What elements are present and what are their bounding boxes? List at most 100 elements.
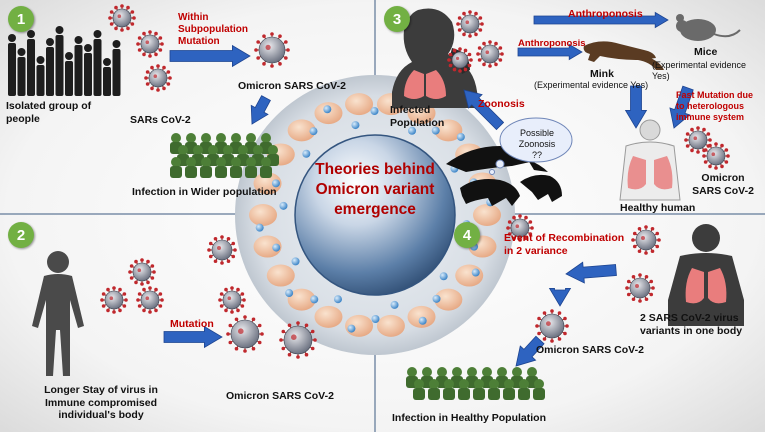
halo-dot (418, 316, 427, 325)
virus-icon (207, 235, 237, 265)
halo-dot (390, 300, 399, 309)
mouse-icon (676, 14, 741, 41)
mink-evidence-label: (Experimental evidence Yes) (534, 80, 649, 90)
halo-dot (309, 127, 318, 136)
halo-dot (370, 107, 379, 116)
virus-icon (535, 309, 569, 343)
within-subpopulation-mutation-label: Within Subpopulation Mutation (178, 12, 248, 47)
mink-label: Mink (590, 68, 614, 80)
panel-number-2: 2 (8, 222, 34, 248)
virus-icon (226, 315, 264, 353)
flow-arrow (624, 85, 648, 129)
halo-blob (407, 305, 436, 328)
halo-dot (272, 243, 281, 252)
halo-dot (323, 105, 332, 114)
omicron-label-p2: Omicron SARS CoV-2 (226, 390, 334, 402)
fast-mutation-label: Fast Mutation due to heterologous immune… (676, 90, 753, 122)
halo-dot (439, 272, 448, 281)
omicron-label-p3: Omicron SARS CoV-2 (692, 172, 754, 197)
virus-particles (100, 4, 730, 359)
virus-icon (506, 214, 534, 242)
infected-population-label: Infected Population (390, 104, 445, 129)
halo-dot (408, 126, 417, 135)
panel-number-1: 1 (8, 6, 34, 32)
halo-blob (314, 305, 343, 328)
halo-blob (345, 93, 374, 116)
possible-zoonosis-label: Possible Zoonosis ?? (518, 128, 556, 160)
isolated-group-label: Isolated group of people (6, 100, 92, 125)
flow-arrow (565, 261, 617, 284)
halo-blob (455, 264, 484, 287)
virus-icon (136, 30, 164, 58)
flow-arrow (169, 44, 251, 68)
virus-icon (631, 225, 661, 255)
halo-dot (333, 295, 342, 304)
halo-dot (291, 257, 300, 266)
panel-number-4: 4 (454, 222, 480, 248)
virus-icon (625, 273, 655, 303)
virus-icon (128, 258, 156, 286)
healthy-human-icon (619, 119, 681, 201)
halo-blob (376, 314, 405, 337)
flow-arrow (533, 11, 669, 29)
infected-population-crowd-icon (170, 133, 545, 400)
halo-dot (431, 126, 440, 135)
halo-blobs (249, 93, 501, 337)
halo-dot (432, 294, 441, 303)
flow-arrows (163, 11, 694, 367)
mink-icon (583, 41, 664, 70)
panel-number-3: 3 (384, 6, 410, 32)
two-variants-label: 2 SARS CoV-2 virus variants in one body (640, 312, 743, 337)
central-sphere (294, 134, 456, 296)
virus-icon (476, 40, 504, 68)
halo-dot (471, 268, 480, 277)
halo-blob (434, 119, 463, 142)
halo-blob (249, 204, 277, 226)
halo-dot (255, 223, 264, 232)
halo-blob (473, 204, 501, 226)
virus-icon (108, 4, 136, 32)
halo-blob (287, 119, 316, 142)
flow-arrow (548, 287, 572, 307)
longer-stay-label: Longer Stay of virus in Immune compromis… (44, 384, 158, 422)
bat-dog-icon (460, 174, 562, 206)
halo-blob (253, 235, 282, 258)
mice-evidence-label: (Experimental evidence Yes) (652, 60, 747, 81)
recombination-label: Event of Recombination in 2 variance (504, 232, 625, 257)
infection-healthy-population-label: Infection in Healthy Population (392, 412, 547, 424)
virus-icon (254, 32, 290, 68)
halo-dot (456, 132, 465, 141)
halo-dot (371, 314, 380, 323)
virus-icon (702, 142, 730, 170)
zoonosis-label: Zoonosis (478, 98, 525, 110)
halo-dot (271, 179, 280, 188)
halo-dot (279, 201, 288, 210)
flow-arrow (669, 85, 694, 129)
flow-arrow (515, 335, 545, 367)
halo-dot (351, 121, 360, 130)
virus-icon (218, 286, 246, 314)
mutation-label: Mutation (170, 318, 214, 330)
human-figure-icon (32, 251, 84, 376)
virus-icon (279, 321, 317, 359)
sars-cov2-label-p1: SARs CoV-2 (130, 114, 191, 126)
flow-arrow (250, 95, 271, 125)
halo-blob (434, 288, 463, 311)
omicron-label-p1: Omicron SARS CoV-2 (238, 80, 346, 92)
halo-blob (253, 172, 282, 195)
center-title: Theories behind Omicron variant emergenc… (315, 161, 435, 219)
halo-dot (310, 295, 319, 304)
virus-icon (456, 10, 484, 38)
flow-arrow (517, 43, 583, 61)
halo-dot (285, 289, 294, 298)
halo-blob (314, 102, 343, 125)
person-with-lungs-icon (668, 224, 744, 326)
thought-cloud (489, 117, 573, 175)
virus-icon (144, 64, 172, 92)
halo-blob (266, 264, 295, 287)
anthroponosis-mid-label: Anthroponosis (518, 38, 586, 49)
healthy-human-label: Healthy human (620, 202, 696, 214)
infection-wider-population-label: Infection in Wider population (132, 186, 277, 198)
